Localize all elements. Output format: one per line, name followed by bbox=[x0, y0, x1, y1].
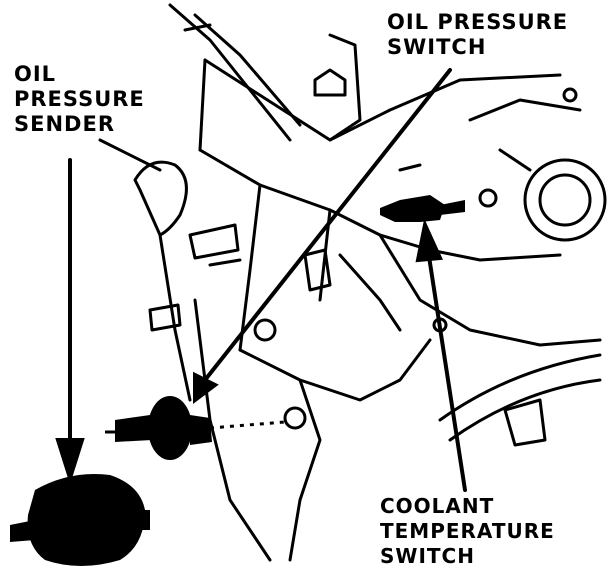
oil-pressure-switch-part bbox=[105, 396, 286, 460]
oil-pressure-switch-label: OIL PRESSURE SWITCH bbox=[387, 10, 568, 60]
coolant-temperature-switch-label: COOLANT TEMPERATURE SWITCH bbox=[380, 494, 555, 569]
switch-label-line-2: SWITCH bbox=[387, 35, 487, 59]
top-bolt bbox=[313, 68, 347, 97]
coolant-label-line-3: SWITCH bbox=[380, 544, 475, 568]
dipstick-tube bbox=[158, 233, 192, 402]
coolant-arrow-head bbox=[415, 218, 443, 263]
plug-center bbox=[253, 318, 277, 342]
timing-cover-outline bbox=[523, 158, 607, 242]
switch-label-line-1: OIL PRESSURE bbox=[387, 10, 569, 34]
sender-arrow-head bbox=[55, 438, 85, 485]
coolant-switch-part bbox=[380, 195, 465, 222]
plug-right bbox=[478, 188, 498, 208]
switch-arrow-shaft bbox=[203, 68, 452, 382]
switch-arrow-head bbox=[193, 371, 219, 404]
sender-label-line-2: PRESSURE bbox=[14, 87, 145, 111]
lower-right-bolt bbox=[503, 398, 547, 447]
sender-label-line-3: SENDER bbox=[14, 112, 115, 136]
upper-tube-outline bbox=[168, 3, 292, 142]
coolant-label-line-1: COOLANT bbox=[380, 494, 495, 518]
oil-pressure-sender-label: OIL PRESSURE SENDER bbox=[14, 62, 145, 137]
oil-pressure-sender-part bbox=[10, 474, 150, 566]
coolant-arrow-shaft bbox=[426, 248, 467, 492]
coolant-label-line-2: TEMPERATURE bbox=[380, 519, 555, 543]
plug-lower bbox=[283, 406, 307, 430]
engine-block-outline bbox=[203, 33, 362, 142]
lower-right-pipe bbox=[438, 353, 602, 422]
sender-label-line-1: OIL bbox=[14, 62, 57, 86]
dipstick-handle bbox=[133, 160, 188, 237]
